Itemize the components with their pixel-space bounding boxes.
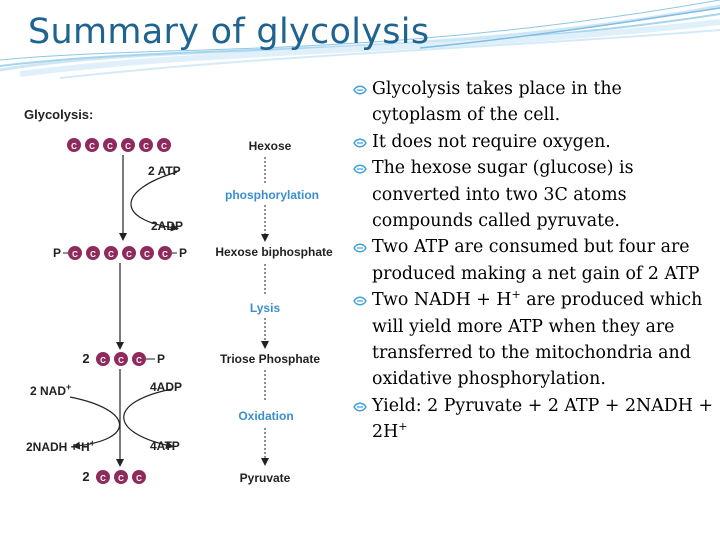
triose-coefficient: 2	[82, 351, 89, 366]
bullet-icon	[353, 296, 367, 306]
bullet-text: It does not require oxygen.	[372, 131, 611, 152]
bullet-item: Two ATP are consumed but four are produc…	[351, 234, 716, 287]
carbon-atom: C	[139, 138, 153, 152]
nadh-label: 2NADH + H+	[26, 438, 95, 454]
svg-text:C: C	[118, 356, 124, 365]
step-lysis: Lysis	[250, 301, 281, 315]
bullet-text: Two NADH + H+ are produced which will yi…	[372, 288, 703, 390]
carbon-atom: C	[114, 352, 128, 366]
svg-text:C: C	[72, 250, 78, 259]
hexose-carbon-chain: C C C C C C	[67, 138, 171, 152]
bullet-icon	[353, 243, 367, 253]
svg-text:C: C	[161, 142, 167, 151]
bullet-text: Glycolysis takes place in the cytoplasm …	[372, 79, 622, 126]
carbon-atom: C	[140, 246, 154, 260]
carbon-atom: C	[103, 138, 117, 152]
phosphate-label: P	[157, 352, 165, 366]
carbon-atom: C	[96, 352, 110, 366]
molecule-hexose: Hexose	[249, 139, 292, 153]
bullet-text: The hexose sugar (glucose) is converted …	[372, 158, 634, 232]
adp-output-label: 2ADP	[151, 219, 183, 233]
svg-text:C: C	[144, 250, 150, 259]
svg-text:C: C	[100, 356, 106, 365]
svg-text:C: C	[136, 474, 142, 483]
svg-text:C: C	[143, 142, 149, 151]
atp-synthesis-curve	[123, 388, 174, 450]
nad-label: 2 NAD+	[30, 382, 71, 398]
carbon-atom: C	[132, 352, 146, 366]
title-swoosh-decoration	[0, 0, 720, 79]
carbon-atom: C	[157, 138, 171, 152]
bullet-item: It does not require oxygen.	[351, 129, 716, 155]
bullet-item: Glycolysis takes place in the cytoplasm …	[351, 76, 716, 129]
bullet-text: Two ATP are consumed but four are produc…	[372, 237, 700, 284]
diagram-heading: Glycolysis:	[24, 107, 93, 122]
carbon-atom: C	[114, 470, 128, 484]
bullet-list: Glycolysis takes place in the cytoplasm …	[351, 76, 716, 446]
pyruvate-coefficient: 2	[82, 469, 89, 484]
carbon-atom: C	[96, 470, 110, 484]
atp-use-curve	[130, 171, 179, 232]
step-oxidation: Oxidation	[238, 409, 293, 423]
carbon-atom: C	[85, 138, 99, 152]
phosphate-label: P	[179, 246, 187, 260]
svg-text:C: C	[125, 142, 131, 151]
svg-text:C: C	[162, 250, 168, 259]
carbon-atom: C	[67, 138, 81, 152]
atp-output-label: 4ATP	[150, 439, 180, 453]
step-phosphorylation: phosphorylation	[225, 188, 319, 202]
triose-phosphate-chain: C C C P	[96, 352, 165, 366]
svg-text:C: C	[89, 142, 95, 151]
carbon-atom: C	[86, 246, 100, 260]
bullet-icon	[353, 164, 367, 174]
glycolysis-diagram: Glycolysis: C C C C C C Hexose 2 ATP 2AD…	[24, 107, 333, 485]
bullet-item: The hexose sugar (glucose) is converted …	[351, 155, 716, 234]
svg-text:C: C	[71, 142, 77, 151]
svg-text:C: C	[100, 474, 106, 483]
carbon-atom: C	[121, 138, 135, 152]
bullet-icon	[353, 85, 367, 95]
hexose-biphosphate-chain: P C C C C C C P	[53, 246, 187, 260]
carbon-atom: C	[132, 470, 146, 484]
nad-reduction-curve	[69, 396, 120, 450]
bullet-text: Yield: 2 Pyruvate + 2 ATP + 2NADH + 2H+	[372, 395, 714, 443]
carbon-atom: C	[122, 246, 136, 260]
carbon-atom: C	[104, 246, 118, 260]
svg-text:C: C	[136, 356, 142, 365]
molecule-triose-phosphate: Triose Phosphate	[220, 352, 320, 366]
svg-text:C: C	[107, 142, 113, 151]
atp-input-label: 2 ATP	[148, 164, 181, 178]
bullet-item: Yield: 2 Pyruvate + 2 ATP + 2NADH + 2H+	[351, 393, 716, 446]
slide-title: Summary of glycolysis	[28, 12, 430, 52]
molecule-hexose-biphosphate: Hexose biphosphate	[215, 245, 333, 259]
molecule-pyruvate: Pyruvate	[240, 471, 291, 485]
svg-text:C: C	[118, 474, 124, 483]
bullet-icon	[353, 138, 367, 148]
svg-text:C: C	[108, 250, 114, 259]
svg-text:C: C	[90, 250, 96, 259]
bullet-icon	[353, 402, 367, 412]
carbon-atom: C	[68, 246, 82, 260]
pyruvate-carbon-chain: C C C	[96, 470, 146, 484]
svg-text:C: C	[126, 250, 132, 259]
adp-input-label: 4ADP	[150, 380, 182, 394]
bullet-item: Two NADH + H+ are produced which will yi…	[351, 287, 716, 393]
carbon-atom: C	[158, 246, 172, 260]
phosphate-label: P	[53, 246, 61, 260]
